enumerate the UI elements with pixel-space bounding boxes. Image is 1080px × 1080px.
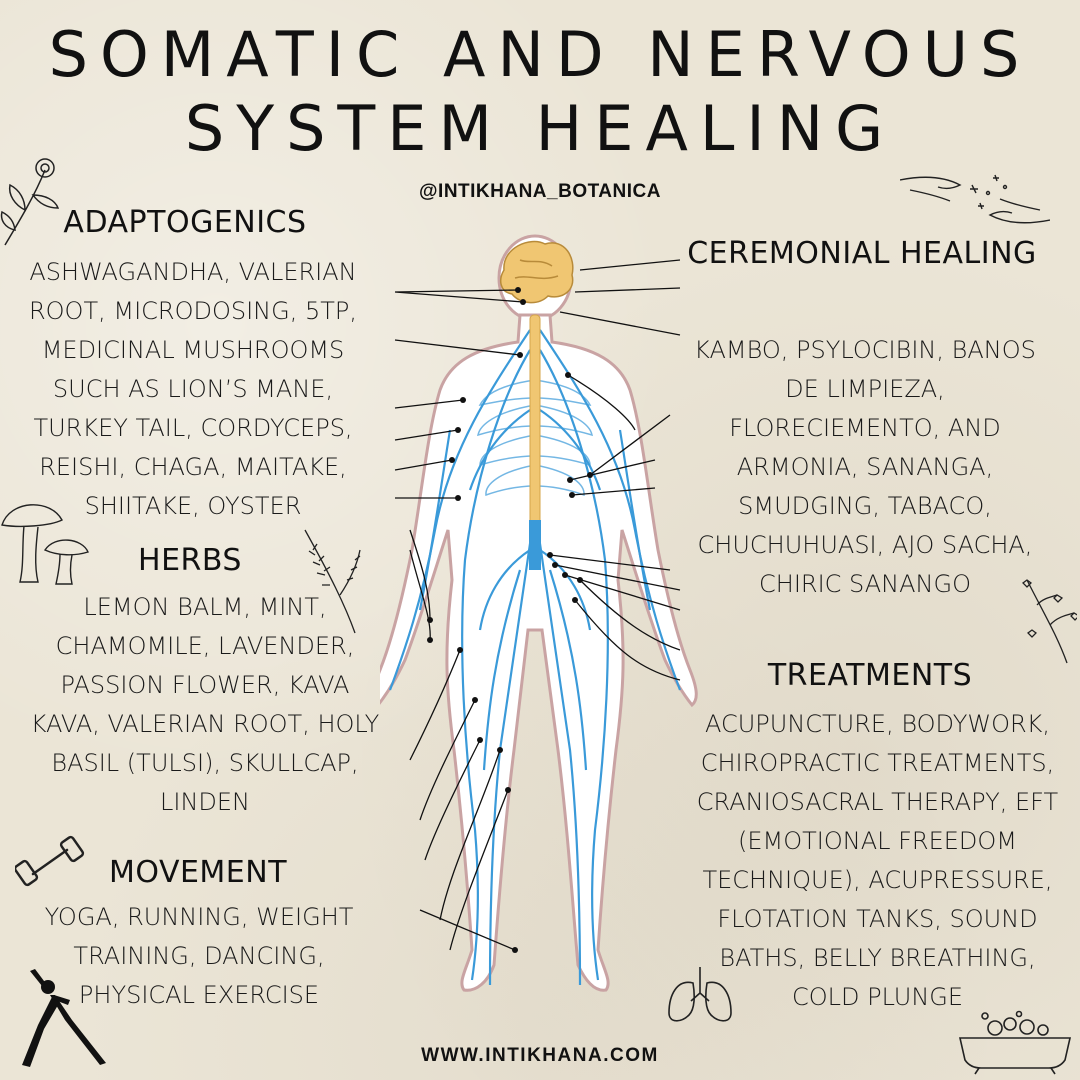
adaptogenics-heading: ADAPTOGENICS bbox=[63, 205, 307, 240]
movement-heading: MOVEMENT bbox=[108, 855, 288, 890]
bathtub-icon bbox=[958, 1010, 1072, 1075]
herbs-heading: HERBS bbox=[138, 543, 242, 578]
lumbar-nerves bbox=[529, 520, 541, 570]
treatments-heading: TREATMENTS bbox=[767, 658, 973, 693]
label-pointer-lines bbox=[394, 259, 681, 951]
pointer-dots bbox=[427, 287, 593, 953]
website-footer: WWW.INTIKHANA.COM bbox=[421, 1045, 659, 1066]
lavender-sprig-icon bbox=[304, 529, 361, 634]
adaptogenics-list: ASHWAGANDHA, VALERIAN ROOT, MICRODOSING,… bbox=[28, 258, 357, 520]
ceremonial-healing-list: KAMBO, PSYLOCIBIN, BANOS DE LIMPIEZA, FL… bbox=[694, 336, 1036, 598]
flower-sprig-icon bbox=[0, 158, 60, 246]
yoga-pose-icon bbox=[22, 969, 106, 1067]
hearts-branch-icon bbox=[1022, 579, 1077, 664]
mushrooms-icon bbox=[1, 504, 89, 585]
hands-sparkle-icon bbox=[900, 174, 1050, 224]
treatments-list: ACUPUNCTURE, BODYWORK, CHIROPRACTIC TREA… bbox=[696, 710, 1059, 1011]
brain bbox=[499, 240, 574, 304]
social-handle: @INTIKHANA_BOTANICA bbox=[419, 181, 661, 202]
herbs-list: LEMON BALM, MINT, CHAMOMILE, LAVENDER, P… bbox=[30, 593, 380, 816]
dumbbell-icon bbox=[15, 835, 85, 887]
ceremonial-healing-heading: CEREMONIAL HEALING bbox=[687, 236, 1037, 271]
lungs-icon bbox=[668, 967, 732, 1022]
page-title-line-2: SYSTEM HEALING bbox=[184, 92, 896, 165]
rib-cage bbox=[477, 379, 593, 497]
movement-list: YOGA, RUNNING, WEIGHT TRAINING, DANCING,… bbox=[44, 903, 354, 1009]
nervous-system-figure bbox=[380, 234, 698, 992]
page-title-line-1: SOMATIC AND NERVOUS bbox=[48, 18, 1032, 91]
spinal-cord bbox=[529, 314, 541, 541]
